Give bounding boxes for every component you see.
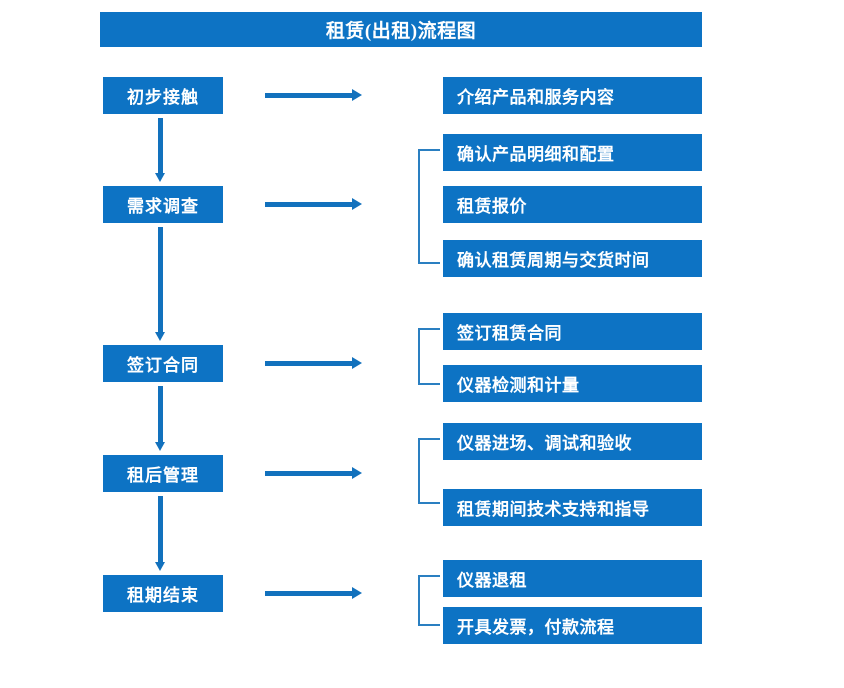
detail-box-5[interactable]: 签订租赁合同 (443, 313, 702, 350)
vertical-arrow-4-to-5 (155, 496, 166, 571)
stage-label: 初步接触 (127, 88, 199, 107)
detail-label: 签订租赁合同 (457, 324, 562, 343)
detail-box-7[interactable]: 仪器进场、调试和验收 (443, 423, 702, 460)
stage-label: 租后管理 (127, 466, 199, 485)
stage-box-5[interactable]: 租期结束 (103, 575, 223, 612)
arrow-head-icon (352, 89, 362, 101)
detail-label: 租赁期间技术支持和指导 (457, 500, 650, 519)
detail-label: 介绍产品和服务内容 (457, 88, 615, 107)
detail-box-9[interactable]: 仪器退租 (443, 560, 702, 597)
arrow-head-icon (352, 587, 362, 599)
arrow-shaft (158, 118, 163, 173)
horizontal-arrow-stage-1 (265, 89, 362, 101)
arrow-shaft (158, 496, 163, 562)
detail-label: 确认租赁周期与交货时间 (457, 251, 650, 270)
arrow-shaft (158, 227, 163, 332)
arrow-shaft (265, 591, 353, 596)
arrow-shaft (158, 386, 163, 442)
horizontal-arrow-stage-5 (265, 587, 362, 599)
detail-box-10[interactable]: 开具发票，付款流程 (443, 607, 702, 644)
horizontal-arrow-stage-3 (265, 357, 362, 369)
stage-box-3[interactable]: 签订合同 (103, 345, 223, 382)
arrow-shaft (265, 93, 353, 98)
detail-label: 开具发票，付款流程 (457, 618, 615, 637)
stage-box-1[interactable]: 初步接触 (103, 77, 223, 114)
stage-label: 需求调查 (127, 197, 199, 216)
arrow-head-icon (155, 442, 165, 451)
arrow-head-icon (155, 562, 165, 571)
vertical-arrow-2-to-3 (155, 227, 166, 341)
detail-box-1[interactable]: 介绍产品和服务内容 (443, 77, 702, 114)
vertical-arrow-1-to-2 (155, 118, 166, 182)
arrow-shaft (265, 361, 353, 366)
horizontal-arrow-stage-4 (265, 467, 362, 479)
detail-box-4[interactable]: 确认租赁周期与交货时间 (443, 240, 702, 277)
detail-box-3[interactable]: 租赁报价 (443, 186, 702, 223)
arrow-head-icon (352, 467, 362, 479)
group-bracket-stage-3 (418, 328, 440, 385)
detail-label: 租赁报价 (457, 197, 527, 216)
detail-box-2[interactable]: 确认产品明细和配置 (443, 134, 702, 171)
detail-label: 仪器检测和计量 (457, 376, 580, 395)
detail-label: 仪器退租 (457, 571, 527, 590)
group-bracket-stage-2 (418, 149, 440, 264)
stage-box-2[interactable]: 需求调查 (103, 186, 223, 223)
group-bracket-stage-4 (418, 438, 440, 504)
horizontal-arrow-stage-2 (265, 198, 362, 210)
stage-box-4[interactable]: 租后管理 (103, 455, 223, 492)
detail-label: 确认产品明细和配置 (457, 145, 615, 164)
stage-label: 签订合同 (127, 356, 199, 375)
arrow-head-icon (155, 173, 165, 182)
arrow-shaft (265, 471, 353, 476)
detail-box-6[interactable]: 仪器检测和计量 (443, 365, 702, 402)
detail-box-8[interactable]: 租赁期间技术支持和指导 (443, 489, 702, 526)
arrow-head-icon (352, 198, 362, 210)
arrow-head-icon (155, 332, 165, 341)
arrow-head-icon (352, 357, 362, 369)
arrow-shaft (265, 202, 353, 207)
vertical-arrow-3-to-4 (155, 386, 166, 451)
diagram-title: 租赁(出租)流程图 (100, 12, 702, 47)
stage-label: 租期结束 (127, 586, 199, 605)
detail-label: 仪器进场、调试和验收 (457, 434, 632, 453)
group-bracket-stage-5 (418, 575, 440, 626)
